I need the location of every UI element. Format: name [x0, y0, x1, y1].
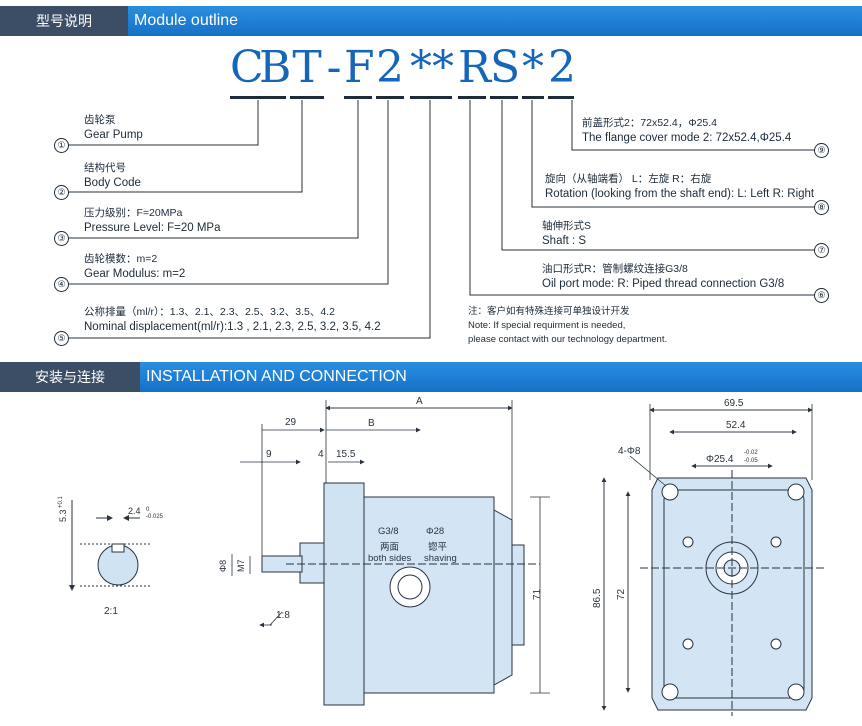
code-char: F [344, 40, 375, 99]
leader-lines [68, 100, 820, 339]
dim-72: 72 [616, 588, 627, 600]
dim-phi25-tol: -0.02 [744, 450, 758, 456]
item-number: ③ [54, 231, 69, 246]
item-cn: 结构代号 [84, 162, 126, 174]
dim-taper: 1:8 [276, 610, 290, 621]
dim-key-width: 2.4 [128, 506, 141, 516]
code-char: - [326, 42, 342, 93]
dim-29: 29 [285, 417, 297, 428]
code-char: S [490, 40, 520, 99]
item-en: Shaft : S [542, 235, 587, 247]
item-en: Gear Pump [84, 129, 143, 141]
code-char: ** [410, 40, 454, 99]
header-en-label: INSTALLATION AND CONNECTION [140, 362, 862, 392]
item-en: The flange cover mode 2: 72x52.4,Φ25.4 [582, 132, 792, 144]
dim-69-5: 69.5 [724, 398, 744, 409]
item-label: 结构代号 Body Code [84, 161, 141, 191]
dim-52-4: 52.4 [726, 420, 746, 431]
code-char: C [230, 40, 264, 99]
note-en-line2: please contact with our technology depar… [468, 334, 668, 345]
item-number: ⑥ [814, 288, 829, 303]
code-char: R [458, 40, 491, 99]
dim-71: 71 [532, 588, 543, 600]
item-label: 轴伸形式S Shaft : S [542, 219, 591, 249]
shaving-cn: 锪平 [428, 541, 448, 553]
item-cn: 轴伸形式S [542, 220, 592, 232]
module-outline-header: 型号说明 Module outline [0, 6, 862, 36]
note-cn: 注：客户如有特殊连接可单独设计开发 [468, 306, 630, 317]
item-label: 旋向（从轴端看） L：左旋 R：右旋 Rotation (looking fro… [545, 172, 814, 202]
item-en: Pressure Level: F=20 MPa [84, 222, 221, 234]
dim-phi8: Φ8 [218, 560, 228, 572]
header-cn-label: 安装与连接 [0, 362, 140, 392]
item-cn: 前盖形式2：72x52.4，Φ25.4 [582, 117, 718, 129]
code-char: 2 [548, 40, 576, 99]
item-number: ⑧ [814, 200, 829, 215]
dim-4: 4 [318, 449, 324, 460]
dim-B: B [368, 418, 375, 429]
code-char: * [522, 40, 544, 99]
code-char: B [259, 40, 291, 99]
dim-holes: 4-Φ8 [618, 446, 641, 457]
installation-header: 安装与连接 INSTALLATION AND CONNECTION [0, 362, 862, 392]
item-number: ② [54, 185, 69, 200]
dim-9: 9 [266, 449, 272, 460]
dim-phi25: Φ25.4 [706, 454, 734, 465]
header-en-label: Module outline [128, 6, 862, 36]
item-en: Oil port mode: R: Piped thread connectio… [542, 278, 785, 290]
detail-scale: 2:1 [104, 606, 118, 617]
dim-86-5: 86.5 [592, 588, 603, 608]
item-number: ⑦ [814, 243, 829, 258]
item-number: ④ [54, 277, 69, 292]
dim-phi25-tol2: -0.05 [744, 458, 758, 464]
port-label: G3/8 [378, 526, 399, 537]
header-cn-label: 型号说明 [0, 6, 128, 36]
dim-key-depth: 5.3 [58, 509, 68, 522]
note-en-line1: Note: If special requirment is needed, [468, 320, 626, 331]
shaving-en: shaving [424, 553, 457, 564]
model-code: C B T - F 2 ** R S * 2 [230, 40, 576, 99]
special-note: 注：客户如有特殊连接可单独设计开发 Note: If special requi… [468, 305, 667, 347]
item-cn: 齿轮泵 [84, 114, 116, 126]
shaving-dia: Φ28 [426, 526, 444, 537]
item-number: ⑤ [54, 331, 69, 346]
item-cn: 压力级别：F=20MPa [84, 207, 183, 219]
installation-drawing: 5.3 2.4 0 -0.025 +0.1 2:1 A 29 B 9 4 [58, 396, 826, 716]
pump-front-view [640, 470, 826, 716]
item-en: Nominal displacement(ml/r):1.3 , 2.1, 2.… [84, 321, 381, 333]
port-label-cn: 两面 [380, 542, 399, 553]
dim-depth-tol: +0.1 [58, 495, 64, 508]
item-cn: 旋向（从轴端看） L：左旋 R：右旋 [545, 173, 712, 185]
item-number: ① [54, 138, 69, 153]
item-number: ⑨ [814, 143, 829, 158]
dim-A: A [416, 396, 423, 407]
code-char: T [290, 40, 324, 99]
dim-key-tol2: -0.025 [146, 514, 164, 520]
item-label: 齿轮模数：m=2 Gear Modulus: m=2 [84, 252, 185, 282]
item-en: Gear Modulus: m=2 [84, 268, 186, 280]
code-char: 2 [376, 40, 404, 99]
item-en: Rotation (looking from the shaft end): L… [545, 188, 815, 200]
item-cn: 油口形式R：管制螺纹连接G3/8 [542, 263, 688, 275]
dim-m7: M7 [236, 559, 246, 572]
shaft-section-detail [69, 500, 150, 591]
dim-key-tol: 0 [146, 507, 150, 513]
item-cn: 齿轮模数：m=2 [84, 253, 158, 265]
item-cn: 公称排量（ml/r）：1.3、2.1、2.3、2.5、3.2、3.5、4.2 [84, 306, 335, 318]
item-en: Body Code [84, 177, 141, 189]
item-label: 公称排量（ml/r）：1.3、2.1、2.3、2.5、3.2、3.5、4.2 N… [84, 305, 381, 335]
pump-side-view [261, 482, 540, 706]
dim-15-5: 15.5 [336, 449, 356, 460]
item-label: 压力级别：F=20MPa Pressure Level: F=20 MPa [84, 206, 220, 236]
port-label-en: both sides [368, 553, 412, 564]
item-label: 齿轮泵 Gear Pump [84, 113, 143, 143]
item-label: 前盖形式2：72x52.4，Φ25.4 The flange cover mod… [582, 116, 791, 146]
item-label: 油口形式R：管制螺纹连接G3/8 Oil port mode: R: Piped… [542, 262, 784, 292]
